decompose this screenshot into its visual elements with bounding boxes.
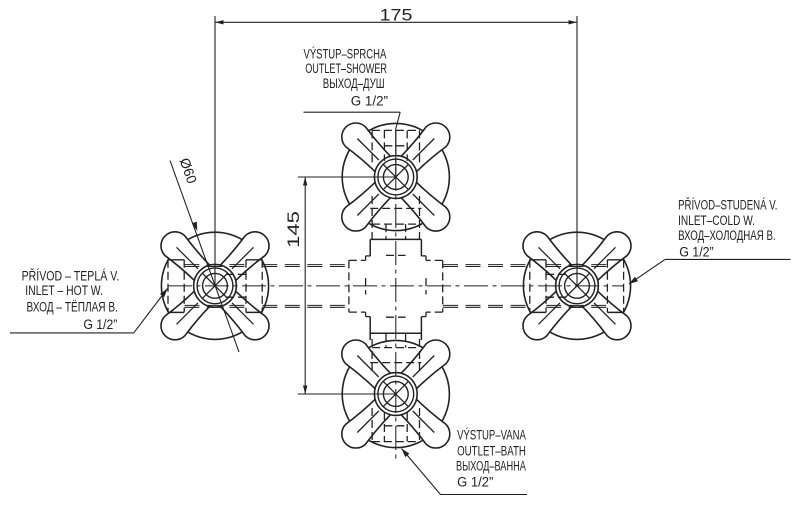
svg-text:G 1/2”: G 1/2” — [83, 317, 117, 332]
svg-text:ВЫХОД–ВАННА: ВЫХОД–ВАННА — [456, 459, 526, 474]
svg-text:PŘÍVOD–STUDENÁ V.: PŘÍVOD–STUDENÁ V. — [678, 198, 777, 213]
svg-text:ВХОД–ХОЛОДНАЯ В.: ВХОД–ХОЛОДНАЯ В. — [678, 228, 776, 243]
svg-text:145: 145 — [284, 211, 303, 248]
svg-text:INLET–COLD W.: INLET–COLD W. — [678, 213, 755, 228]
svg-text:OUTLET–SHOWER: OUTLET–SHOWER — [305, 61, 387, 76]
svg-text:ВЫХОД–ДУШ: ВЫХОД–ДУШ — [323, 76, 385, 91]
svg-text:VÝSTUP–VANA: VÝSTUP–VANA — [457, 428, 526, 443]
svg-text:PŘÍVOD – TEPLÁ V.: PŘÍVOD – TEPLÁ V. — [22, 269, 120, 284]
svg-text:G 1/2”: G 1/2” — [679, 245, 714, 260]
svg-text:175: 175 — [380, 6, 413, 25]
svg-text:OUTLET–BATH: OUTLET–BATH — [457, 444, 526, 459]
svg-text:INLET – HOT W.: INLET – HOT W. — [25, 283, 103, 298]
svg-text:G 1/2”: G 1/2” — [351, 94, 388, 109]
svg-text:ВХОД – TЁПЛАЯ В.: ВХОД – TЁПЛАЯ В. — [27, 300, 118, 315]
svg-text:VÝSTUP–SPRCHA: VÝSTUP–SPRCHA — [304, 46, 387, 61]
svg-text:G 1/2”: G 1/2” — [457, 475, 493, 490]
